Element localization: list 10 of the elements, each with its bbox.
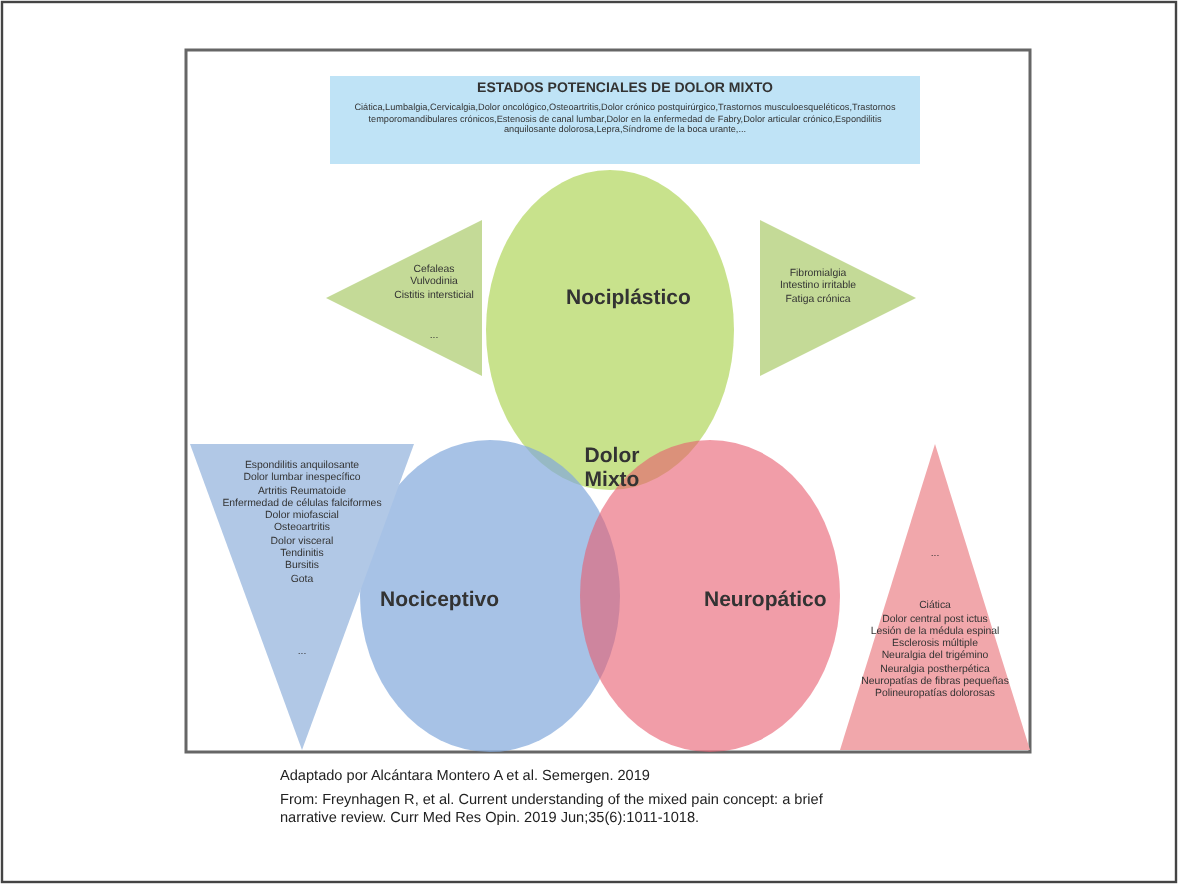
circle-label: Nociceptivo xyxy=(380,588,500,612)
circle-label: Nociplástico xyxy=(566,286,691,310)
pain-list-triangle xyxy=(840,444,1030,750)
overlap-label: Dolor Mixto xyxy=(582,444,642,492)
circle-label: Neuropático xyxy=(704,588,827,612)
pain-list-triangle xyxy=(326,220,482,376)
venn-circle xyxy=(580,440,840,752)
venn-circle xyxy=(486,170,734,490)
pain-list-triangle xyxy=(760,220,916,376)
info-box xyxy=(330,76,920,164)
